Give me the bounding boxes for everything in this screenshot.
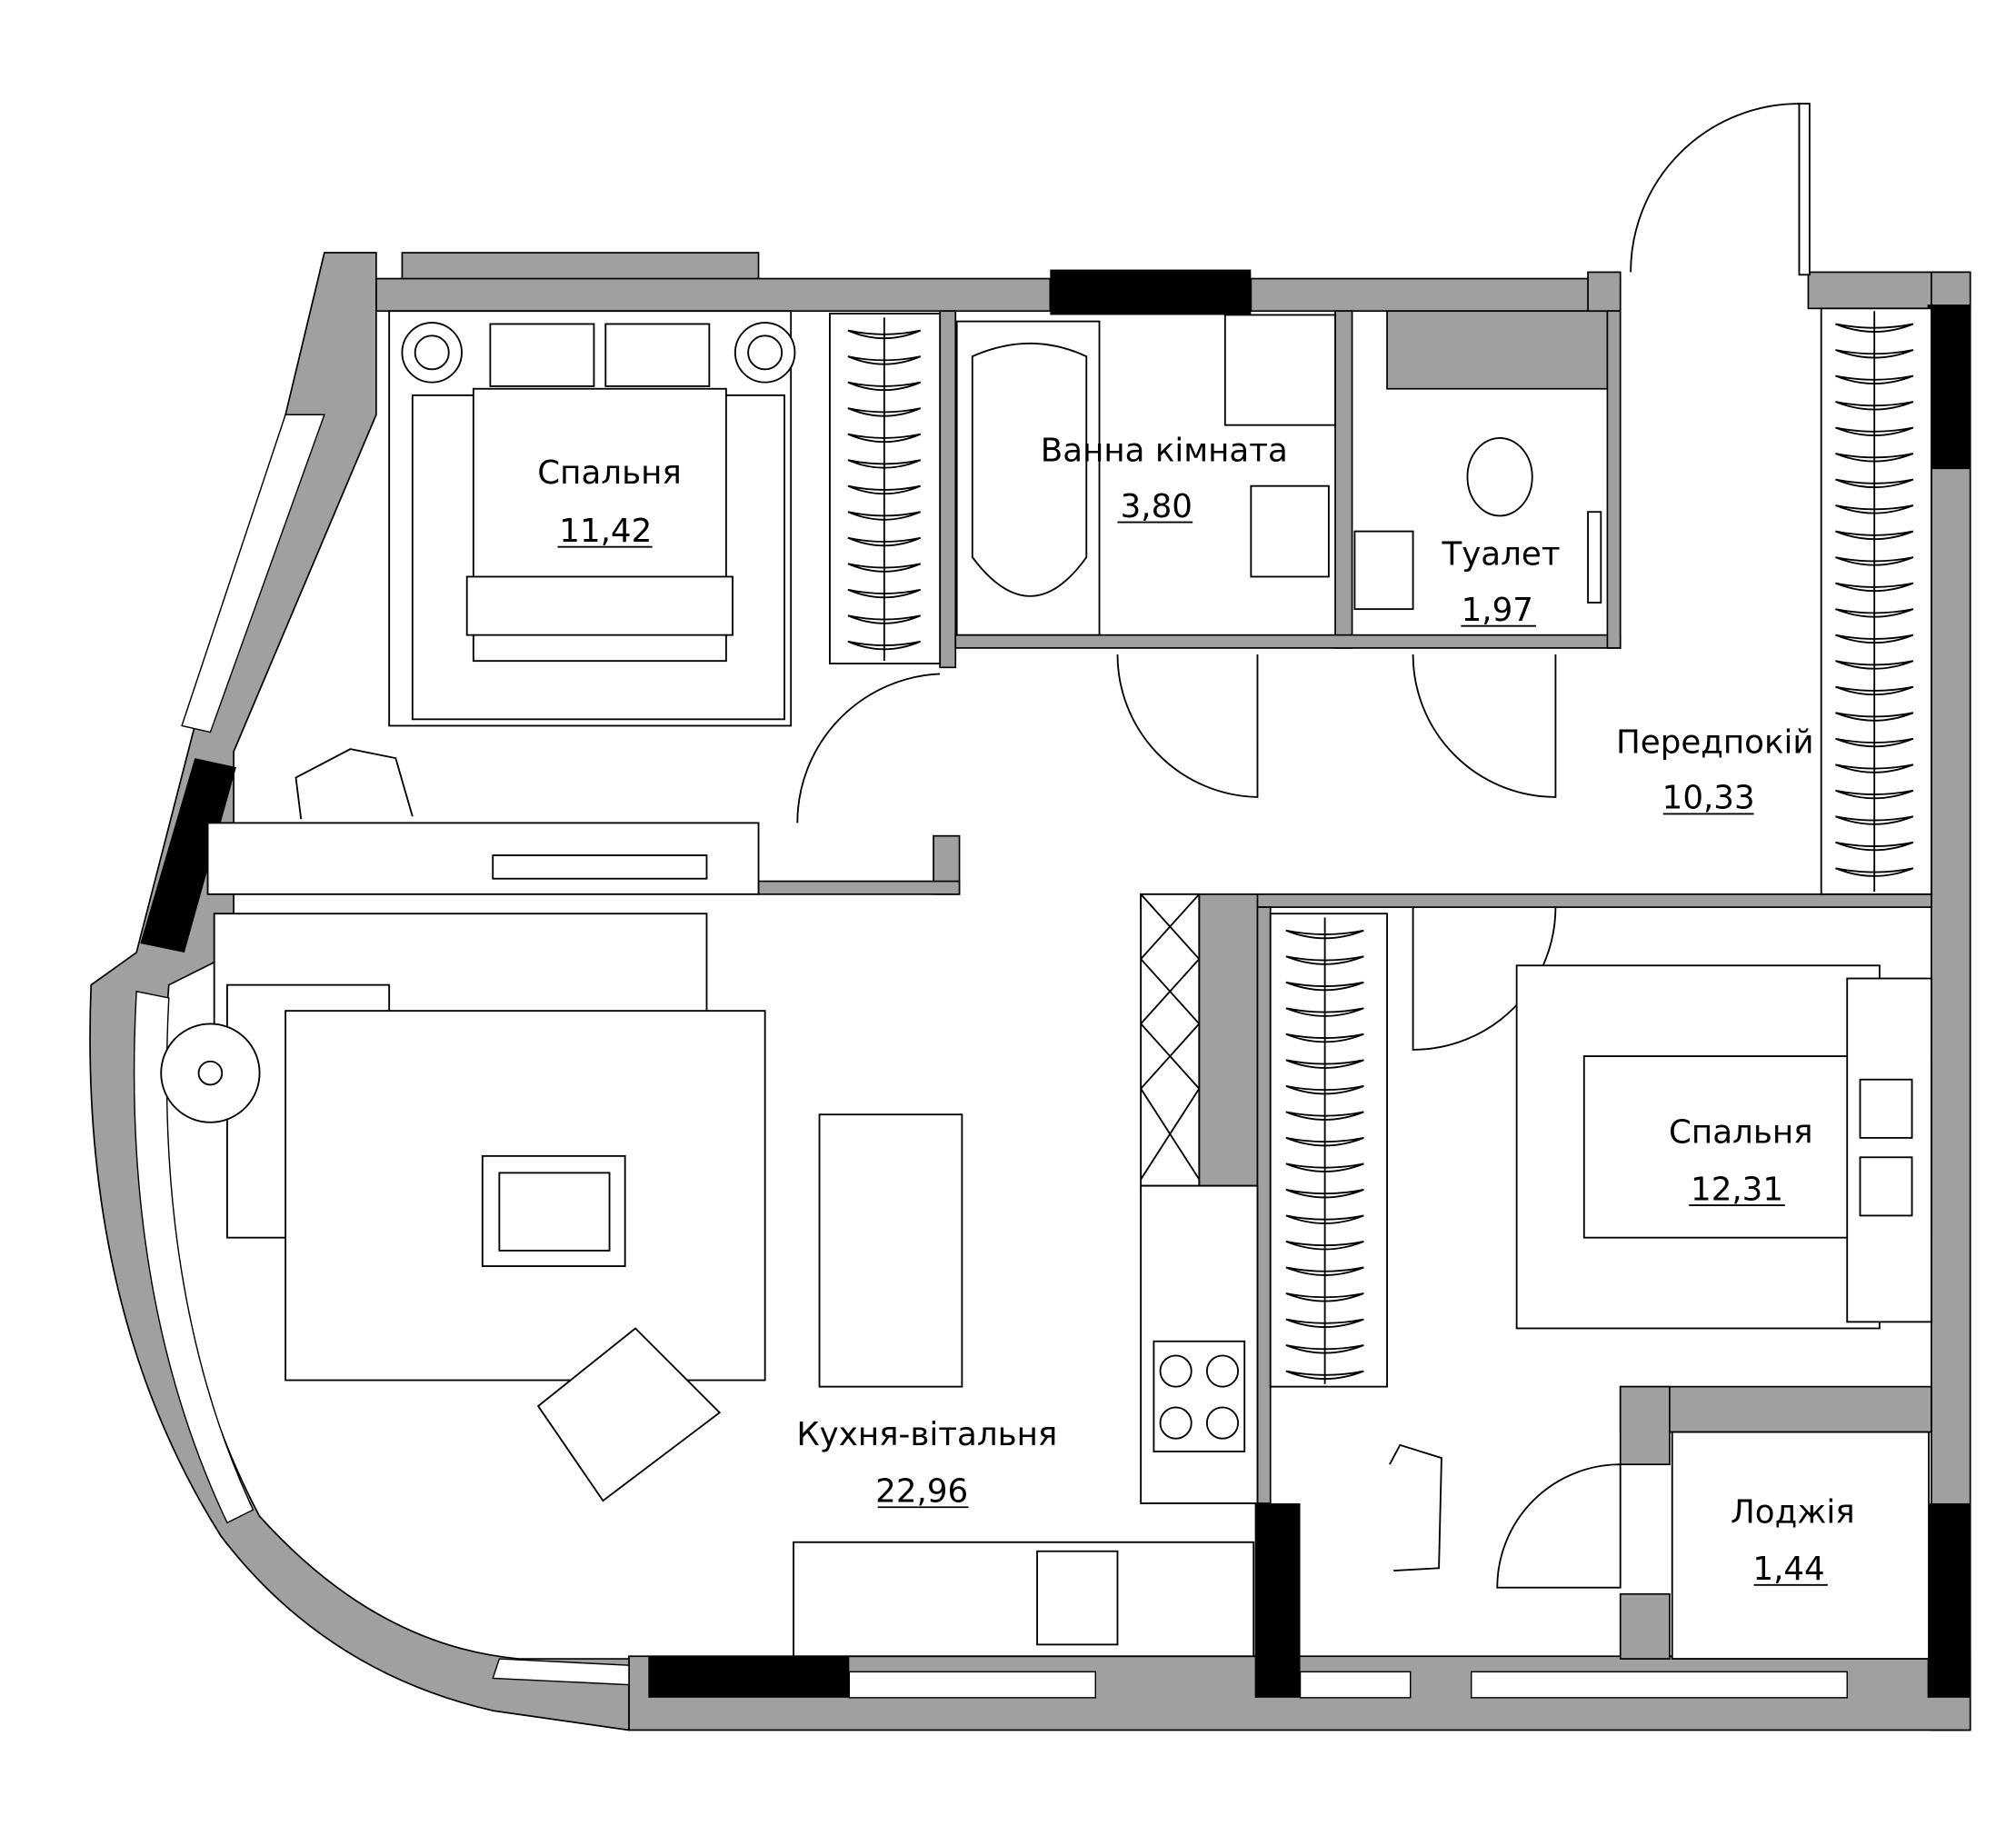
hanger-icon <box>1835 763 1914 773</box>
hanger-icon <box>1285 1136 1364 1147</box>
hanger-icon <box>1835 323 1914 333</box>
hanger-icon <box>847 355 922 365</box>
room-name-bedroom-1: Спальня <box>537 454 682 492</box>
hanger-icon <box>1835 712 1914 722</box>
room-name-hallway: Передпокій <box>1616 723 1814 761</box>
column <box>1050 269 1252 315</box>
hanger-icon <box>1835 815 1914 825</box>
hanger-icon <box>1835 530 1914 541</box>
hanger-icon <box>1285 929 1364 940</box>
hanger-icon <box>1835 401 1914 411</box>
hanger-icon <box>1285 1370 1364 1381</box>
hanger-icon <box>1285 1111 1364 1121</box>
hanger-icon <box>1835 349 1914 359</box>
hanger-icon <box>1285 1059 1364 1069</box>
hanger-icon <box>1835 582 1914 593</box>
hanger-icon <box>1285 1033 1364 1043</box>
walls <box>89 252 1971 1731</box>
room-name-bathroom: Ванна кімната <box>1041 433 1288 470</box>
room-area-bedroom-2: 12,31 <box>1691 1171 1783 1208</box>
doors <box>796 103 1811 1589</box>
hanger-icon <box>1835 660 1914 670</box>
room-name-kitchen-living: Кухня-вітальня <box>796 1416 1057 1453</box>
hanger-icon <box>1285 1292 1364 1302</box>
hanger-icon <box>1835 737 1914 748</box>
room-area-hallway: 10,33 <box>1662 780 1755 817</box>
hanger-icon <box>1285 1189 1364 1199</box>
hanger-icon <box>1285 1007 1364 1017</box>
furniture <box>160 307 1932 1660</box>
room-area-bedroom-1: 11,42 <box>559 513 652 550</box>
column <box>648 1656 850 1698</box>
column <box>1927 304 1971 470</box>
wardrobe-hangers <box>847 311 1914 1384</box>
hanger-icon <box>847 329 922 340</box>
hanger-icon <box>847 407 922 417</box>
hanger-icon <box>1835 841 1914 852</box>
hanger-icon <box>1285 1214 1364 1224</box>
column <box>1254 1502 1301 1698</box>
hanger-icon <box>847 484 922 495</box>
room-name-toilet: Туалет <box>1441 536 1560 574</box>
hanger-icon <box>1835 608 1914 618</box>
hanger-icon <box>1285 1084 1364 1095</box>
hanger-icon <box>847 536 922 547</box>
hanger-icon <box>847 433 922 444</box>
room-area-kitchen-living: 22,96 <box>875 1473 968 1511</box>
room-name-loggia: Лоджія <box>1731 1493 1855 1531</box>
hanger-icon <box>847 563 922 573</box>
hanger-icon <box>1835 867 1914 877</box>
hanger-icon <box>1835 453 1914 463</box>
room-area-toilet: 1,97 <box>1462 592 1533 629</box>
hanger-icon <box>1835 478 1914 489</box>
room-labels: Спальня 11,42 Ванна кімната 3,80 Туалет … <box>537 433 1854 1588</box>
hanger-icon <box>847 614 922 624</box>
hanger-icon <box>1285 1241 1364 1251</box>
room-name-bedroom-2: Спальня <box>1669 1114 1812 1152</box>
hanger-icon <box>1285 955 1364 965</box>
hanger-icon <box>1835 374 1914 384</box>
hanger-icon <box>1285 1266 1364 1276</box>
hanger-icon <box>1285 1162 1364 1172</box>
hanger-icon <box>1835 789 1914 800</box>
hanger-icon <box>1835 556 1914 566</box>
hanger-icon <box>1285 1318 1364 1328</box>
room-area-bathroom: 3,80 <box>1121 488 1193 525</box>
column <box>1927 1502 1971 1698</box>
room-area-loggia: 1,44 <box>1752 1551 1824 1588</box>
hanger-icon <box>847 588 922 599</box>
hanger-icon <box>847 381 922 392</box>
column <box>140 758 236 953</box>
hanger-icon <box>1835 634 1914 644</box>
hanger-icon <box>1285 1344 1364 1354</box>
hanger-icon <box>1835 685 1914 696</box>
hanger-icon <box>1835 504 1914 514</box>
hanger-icon <box>847 640 922 651</box>
hanger-icon <box>1835 426 1914 437</box>
hanger-icon <box>847 459 922 469</box>
hanger-icon <box>847 511 922 521</box>
hanger-icon <box>1285 981 1364 992</box>
